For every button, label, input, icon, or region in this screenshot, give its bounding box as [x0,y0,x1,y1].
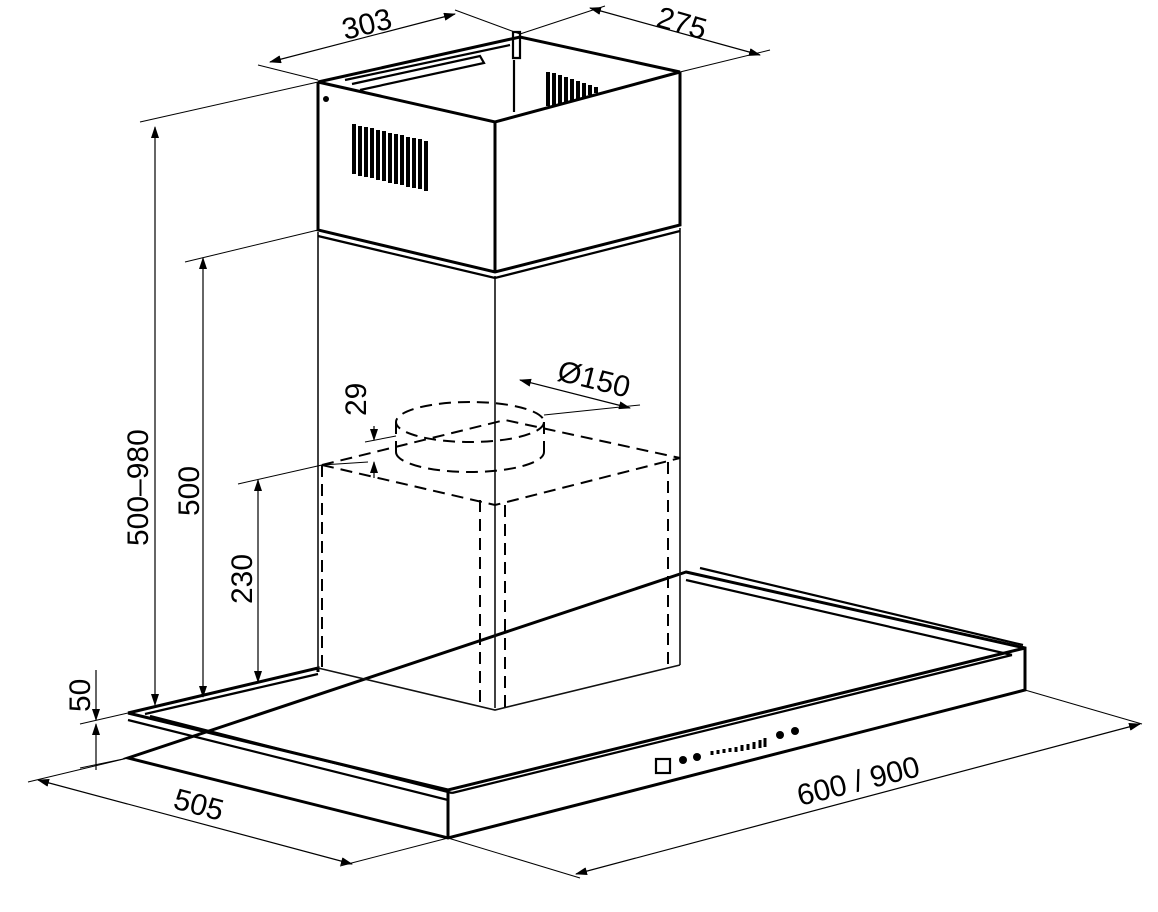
power-button-icon [654,757,672,775]
dimension-lines [27,5,1143,879]
button-dot-icon [693,753,701,761]
dim-label-outlet-diameter: Ø150 [554,355,633,405]
dim-label-canopy-height: 50 [64,679,97,712]
dim-label-canopy-width: 600 / 900 [794,751,923,813]
dim-label-outlet-height: 29 [340,383,373,416]
button-dot-icon [776,731,784,739]
vent-slots-icon [352,124,428,191]
vent-slots-back-icon [546,72,598,106]
motor-housing-hidden [321,401,681,708]
dim-label-chimney-width: 303 [339,3,396,47]
dim-label-canopy-depth: 505 [170,783,227,828]
dim-label-total-height: 500–980 [122,429,155,546]
button-dot-icon [791,727,799,735]
canopy [122,566,1027,840]
button-dot-icon [679,756,687,764]
level-indicator-icon [710,738,767,755]
chimney-lower [317,228,681,711]
dim-label-box-height: 230 [226,554,259,604]
outlet-collar [395,401,545,473]
screw-icon [323,96,329,102]
dim-label-chimney-height: 500 [173,466,206,516]
dim-label-chimney-depth: 275 [653,1,710,47]
chimney-upper [316,30,682,280]
